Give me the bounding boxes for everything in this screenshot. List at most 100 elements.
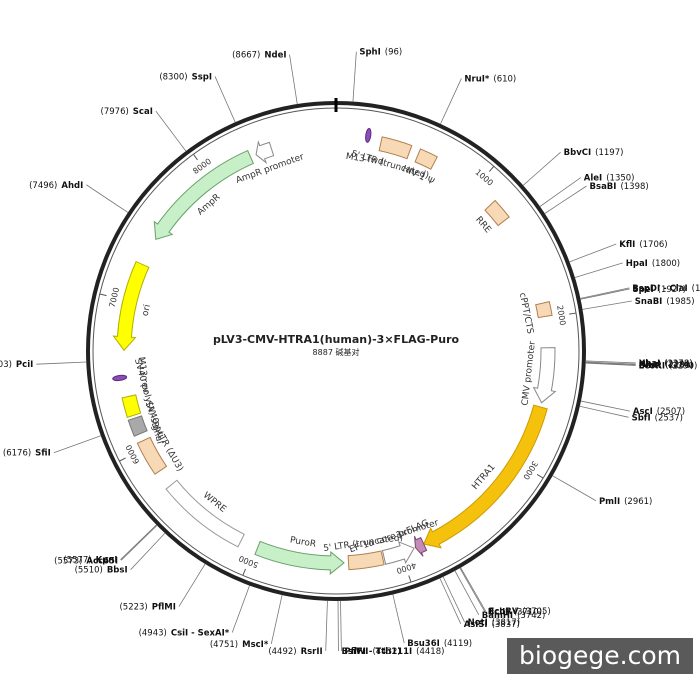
tick-label: 1000: [473, 168, 494, 188]
site-leader: [585, 361, 636, 365]
site-position: (4751): [210, 640, 238, 650]
site-label: (5573) Acc65I: [54, 556, 118, 566]
site-name: BsaBI: [590, 182, 617, 192]
site-label: KflI(1706): [619, 240, 667, 250]
site-label: (5223)PflMI: [119, 603, 175, 613]
site-leader: [544, 185, 587, 214]
plasmid-title: pLV3-CMV-HTRA1(human)-3×FLAG-Puro: [213, 333, 460, 346]
site-label: BclI*(3710): [488, 608, 542, 618]
site-position: (2537): [655, 413, 683, 423]
tick-mark: [536, 473, 544, 479]
plasmid-size: 8887 碱基对: [313, 347, 360, 357]
feature-puror: [254, 540, 345, 575]
site-position: (4492): [268, 647, 296, 657]
site-leader: [178, 563, 206, 607]
site-position: (4943): [139, 628, 167, 638]
site-leader: [585, 360, 636, 364]
feature-label: cPPT/CTS: [517, 292, 535, 335]
site-label: NotI (3817): [468, 618, 520, 628]
feature-wpre: [165, 479, 245, 548]
tick-mark: [242, 568, 246, 576]
site-name: AscI: [633, 407, 653, 417]
site-name: NruI*: [464, 74, 490, 84]
watermark-logo: biogege.com: [507, 638, 693, 674]
site-position: (2507): [657, 407, 685, 417]
site-name: XbaI: [639, 359, 661, 369]
site-leader: [582, 300, 632, 310]
site-label: BamHI(3742): [482, 611, 546, 621]
site-name: SspI: [192, 72, 212, 82]
tick-mark: [488, 165, 495, 172]
site-label: AsiSI(3837): [464, 620, 520, 630]
site-leader: [580, 400, 630, 412]
site-position: (1922): [692, 284, 700, 294]
site-leader: [352, 51, 357, 102]
site-position: (3817): [492, 618, 520, 628]
site-label: (4943) CsiI - SexAI*: [139, 628, 230, 638]
feature-cmv-promoter: [532, 347, 557, 404]
feature-label: ori: [141, 304, 153, 318]
site-position: (5510): [75, 566, 103, 576]
site-position: (5223): [119, 603, 147, 613]
site-position: (5577): [63, 556, 91, 566]
site-name: NheI: [639, 360, 661, 370]
site-leader: [539, 177, 582, 207]
primer-m13-fwd-mark: [365, 127, 372, 143]
tick-mark: [408, 575, 412, 583]
site-leader: [439, 578, 462, 625]
site-position: (4119): [444, 639, 472, 649]
site-label: (7496)AhdI: [29, 181, 83, 191]
site-position: (1706): [639, 240, 667, 250]
site-label: (5577)KpnI: [63, 556, 117, 566]
site-name: SfiI: [35, 449, 51, 459]
site-position: (8667): [232, 51, 260, 61]
site-label: EcoRI(2290): [639, 361, 698, 371]
site-label: BspDI - ClaI(1922): [632, 284, 700, 294]
site-position: (3705): [522, 607, 550, 617]
feature-ampr: [153, 149, 255, 240]
site-position: (3710): [514, 608, 542, 618]
site-name: SbfI: [632, 413, 651, 423]
site-label: HpaI (1800): [626, 259, 680, 269]
site-leader: [392, 594, 405, 644]
site-name: Acc65I: [86, 556, 118, 566]
site-label: (4751) MscI*: [210, 640, 269, 650]
feature-ori: [112, 260, 150, 352]
site-position: (6176): [3, 449, 31, 459]
site-position: (2278): [664, 359, 692, 369]
tick-label: 5000: [237, 554, 259, 570]
site-position: (2288): [665, 361, 693, 371]
site-label: XbaI(2278): [639, 359, 693, 369]
site-name: CsiI - SexAI*: [171, 628, 230, 638]
site-leader: [120, 525, 158, 561]
site-leader: [580, 287, 630, 299]
site-label: AleI(1350): [584, 174, 635, 184]
site-position: (7496): [29, 181, 57, 191]
site-leader: [231, 585, 250, 633]
site-leader: [579, 405, 629, 418]
site-label: (6603)PciI: [0, 360, 33, 370]
site-name: HpaI: [626, 259, 648, 269]
tick-mark: [99, 293, 107, 297]
site-name: MscI*: [242, 640, 269, 650]
site-position: (5573): [54, 556, 82, 566]
site-position: (3837): [492, 620, 520, 630]
site-position: (96): [385, 48, 402, 58]
site-label: PmlI(2961): [599, 497, 652, 507]
site-leader: [460, 567, 486, 612]
site-position: (2961): [624, 497, 652, 507]
site-leader: [552, 475, 597, 502]
site-label: (6176) SfiI: [3, 449, 51, 459]
feature-layer: [112, 127, 557, 575]
site-layer: SphI(96)(8667)NdeI(8300)SspI(7976)ScaI(7…: [0, 48, 700, 657]
site-leader: [569, 243, 617, 263]
site-leader: [454, 570, 480, 616]
site-name: EcoRI: [639, 361, 665, 371]
site-name: NotI: [468, 618, 488, 628]
site-name: ScaI: [133, 107, 153, 117]
site-name: BmtI: [639, 361, 662, 371]
site-position: (1398): [620, 182, 648, 192]
site-position: (1800): [652, 259, 680, 269]
tick-mark: [192, 153, 198, 161]
